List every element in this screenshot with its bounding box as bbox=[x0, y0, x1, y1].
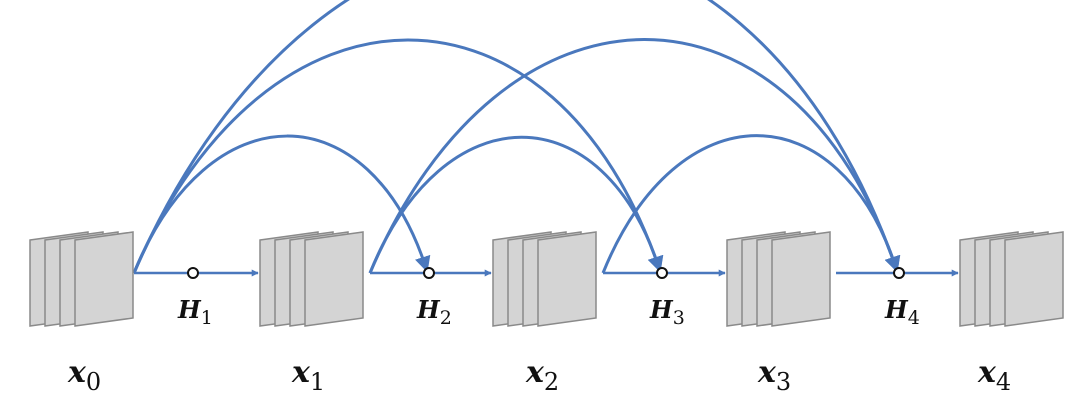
label-H4: H4 bbox=[884, 295, 920, 329]
skip-connection-x2-H4 bbox=[601, 134, 901, 274]
label-x3: x3 bbox=[757, 355, 791, 396]
feature-map-stack-x1 bbox=[259, 231, 364, 327]
label-x4: x4 bbox=[977, 355, 1011, 396]
feature-map-stack-x4 bbox=[959, 231, 1064, 327]
skip-connection-x0-H3 bbox=[132, 38, 663, 274]
label-H1: H1 bbox=[177, 295, 213, 329]
feature-map-sheet bbox=[537, 231, 597, 327]
transition-node-H2 bbox=[423, 267, 435, 279]
label-H3: H3 bbox=[649, 295, 685, 329]
transition-node-H3 bbox=[656, 267, 668, 279]
feature-map-sheet bbox=[74, 231, 134, 327]
feature-map-stacks bbox=[29, 231, 1064, 327]
skip-connection-x1-H3 bbox=[368, 135, 664, 274]
label-H2: H2 bbox=[416, 295, 452, 329]
feature-map-sheet bbox=[1004, 231, 1064, 327]
feature-map-sheet bbox=[304, 231, 364, 327]
label-x1: x1 bbox=[291, 355, 325, 396]
label-x0: x0 bbox=[67, 355, 101, 396]
label-x2: x2 bbox=[525, 355, 559, 396]
skip-connection-x0-H4 bbox=[132, 0, 900, 274]
feature-map-stack-x0 bbox=[29, 231, 134, 327]
skip-connection-x0-H2 bbox=[132, 134, 431, 274]
transition-nodes bbox=[187, 267, 905, 279]
feature-map-sheet bbox=[771, 231, 831, 327]
feature-map-stack-x2 bbox=[492, 231, 597, 327]
skip-connection-x1-H4 bbox=[368, 38, 900, 274]
transition-node-H4 bbox=[893, 267, 905, 279]
transition-node-H1 bbox=[187, 267, 199, 279]
skip-connections bbox=[132, 0, 901, 274]
feature-map-stack-x3 bbox=[726, 231, 831, 327]
